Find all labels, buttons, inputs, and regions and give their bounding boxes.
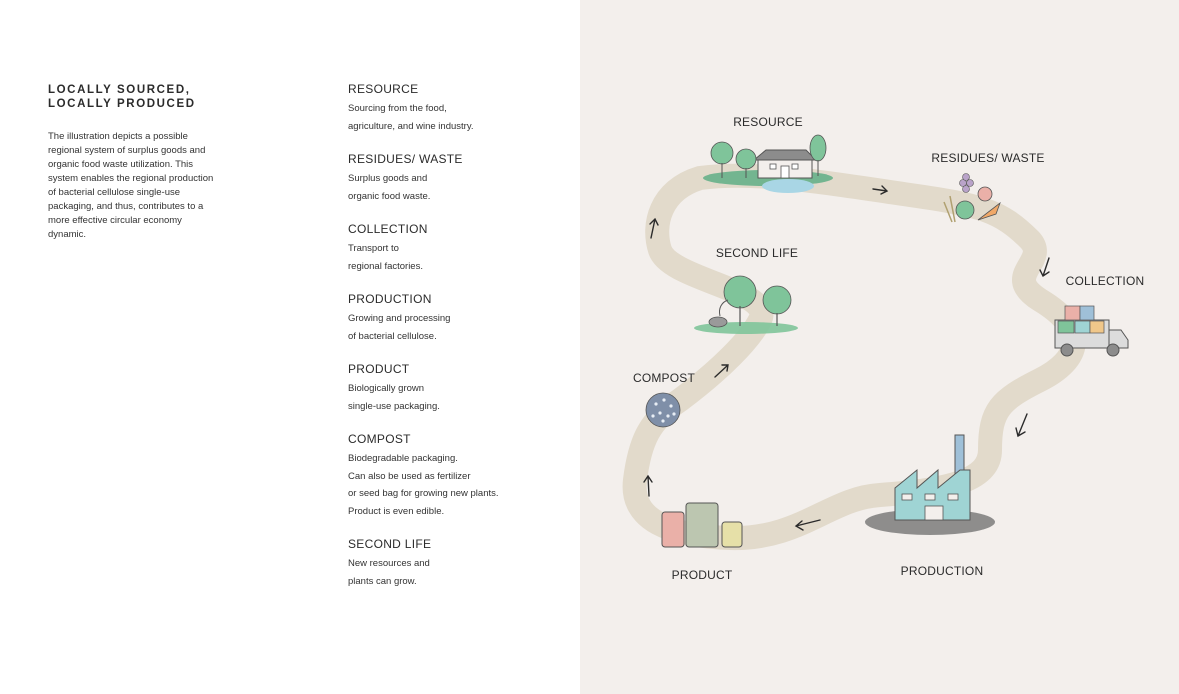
- farm-icon: [703, 134, 833, 193]
- label-resource: RESOURCE: [733, 115, 803, 129]
- step-title: RESIDUES/ WASTE: [348, 152, 463, 166]
- step-resource: RESOURCE Sourcing from the food, agricul…: [348, 82, 568, 135]
- packaging-bags-icon: [661, 502, 743, 548]
- step-compost: COMPOST Biodegradable packaging. Can als…: [348, 432, 568, 520]
- step-description: Surplus goods and organic food waste.: [348, 173, 431, 202]
- step-title: COLLECTION: [348, 222, 428, 236]
- step-description: Growing and processing of bacterial cell…: [348, 313, 451, 342]
- arrow-icon: [1039, 257, 1050, 278]
- arrow-icon: [649, 217, 659, 239]
- step-collection: COLLECTION Transport to regional factori…: [348, 222, 568, 275]
- title-line-1: LOCALLY SOURCED,: [48, 84, 191, 96]
- step-description: New resources and plants can grow.: [348, 558, 430, 587]
- step-second-life: SECOND LIFE New resources and plants can…: [348, 537, 568, 590]
- text-panel: LOCALLY SOURCED, LOCALLY PRODUCED The il…: [0, 0, 580, 694]
- label-product: PRODUCT: [672, 568, 733, 582]
- step-title: COMPOST: [348, 432, 411, 446]
- label-compost: COMPOST: [633, 371, 696, 385]
- cycle-path: [622, 163, 1086, 551]
- truck-icon: [1054, 305, 1129, 357]
- arrow-icon: [794, 519, 821, 531]
- arrow-icon: [1015, 413, 1028, 438]
- trees-icon: [694, 275, 798, 334]
- produce-icon: [943, 173, 1001, 223]
- step-title: RESOURCE: [348, 82, 419, 96]
- compost-icon: [645, 392, 681, 428]
- step-title: PRODUCTION: [348, 292, 432, 306]
- step-production: PRODUCTION Growing and processing of bac…: [348, 292, 568, 345]
- arrow-icon: [643, 474, 653, 497]
- step-list: RESOURCE Sourcing from the food, agricul…: [348, 82, 568, 607]
- label-second-life: SECOND LIFE: [716, 246, 798, 260]
- step-residues: RESIDUES/ WASTE Surplus goods and organi…: [348, 152, 568, 205]
- step-description: Biodegradable packaging. Can also be use…: [348, 453, 499, 517]
- label-collection: COLLECTION: [1066, 274, 1145, 288]
- step-description: Transport to regional factories.: [348, 243, 423, 272]
- intro-text: The illustration depicts a possible regi…: [48, 131, 214, 240]
- diagram-panel: RESOURCE RESIDUES/ WASTE COLLECTIO: [580, 0, 1179, 694]
- step-product: PRODUCT Biologically grown single-use pa…: [348, 362, 568, 415]
- step-description: Sourcing from the food, agriculture, and…: [348, 103, 474, 132]
- arrow-icon: [714, 364, 729, 378]
- page-title: LOCALLY SOURCED, LOCALLY PRODUCED: [48, 83, 196, 111]
- step-title: SECOND LIFE: [348, 537, 432, 551]
- factory-icon: [865, 434, 995, 535]
- title-line-2: LOCALLY PRODUCED: [48, 98, 196, 110]
- label-production: PRODUCTION: [901, 564, 984, 578]
- arrow-icon: [872, 185, 889, 195]
- step-title: PRODUCT: [348, 362, 410, 376]
- circular-economy-diagram: RESOURCE RESIDUES/ WASTE COLLECTIO: [622, 115, 1145, 582]
- label-residues: RESIDUES/ WASTE: [931, 151, 1044, 165]
- step-description: Biologically grown single-use packaging.: [348, 383, 440, 412]
